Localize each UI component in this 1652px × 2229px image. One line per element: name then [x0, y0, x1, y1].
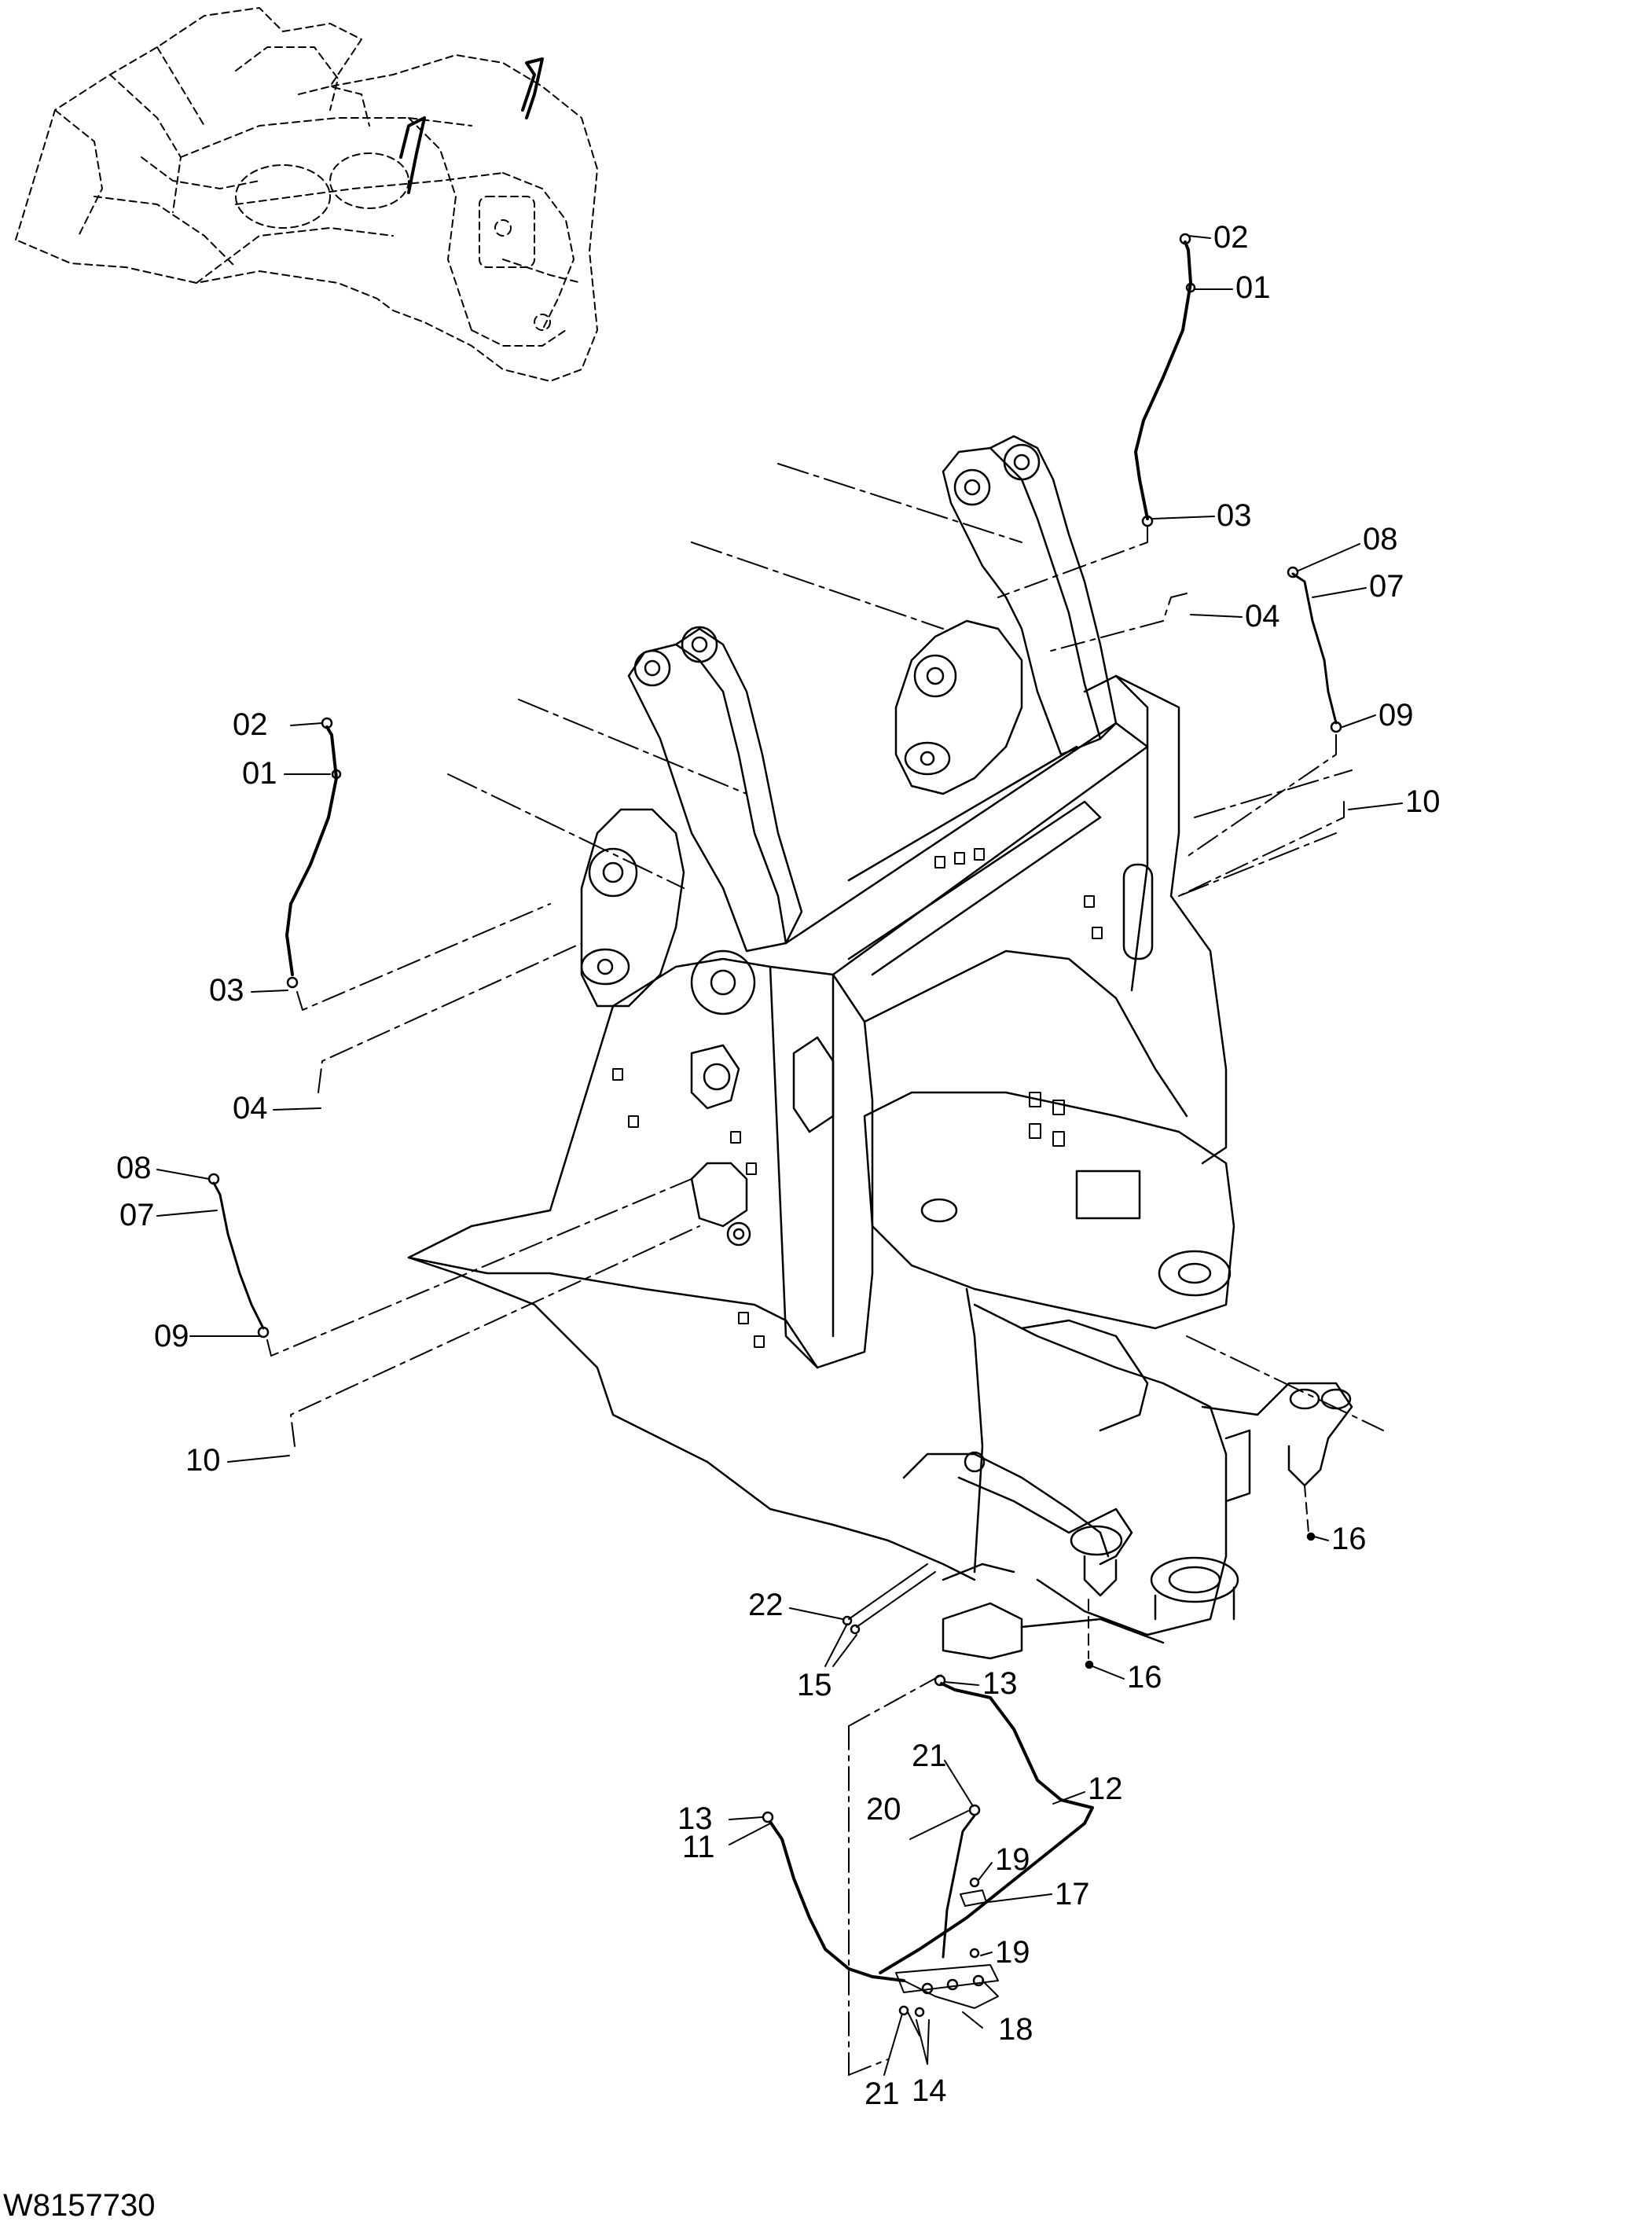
callout-10-right: 10 [1405, 784, 1441, 819]
callout-16-lower: 16 [1127, 1660, 1162, 1695]
callout-leaders [156, 235, 1403, 2076]
callout-08-left: 08 [116, 1151, 152, 1185]
callout-14: 14 [912, 2073, 947, 2108]
callout-11: 11 [682, 1830, 715, 1864]
callout-10-left: 10 [185, 1443, 221, 1478]
callout-20: 20 [866, 1792, 901, 1827]
callout-15: 15 [797, 1668, 832, 1702]
callout-03-upper-right: 03 [1217, 498, 1252, 533]
callout-22: 22 [748, 1588, 784, 1622]
callout-02-upper-right: 02 [1213, 220, 1249, 255]
callout-01-left: 01 [242, 756, 277, 791]
callout-12: 12 [1088, 1772, 1123, 1806]
callout-16-right: 16 [1331, 1522, 1367, 1556]
grease-lines [207, 233, 1345, 2076]
loader-front-overview-icon [15, 7, 598, 382]
callout-19-lower: 19 [995, 1935, 1030, 1970]
callout-21-lower: 21 [865, 2077, 900, 2111]
callout-08-right: 08 [1363, 522, 1398, 556]
callout-04-upper-right: 04 [1245, 599, 1280, 633]
callout-07-right: 07 [1369, 569, 1404, 604]
callout-19-upper: 19 [995, 1842, 1030, 1877]
callout-21-upper: 21 [912, 1739, 947, 1773]
callout-09-left: 09 [154, 1319, 189, 1353]
callout-07-left: 07 [119, 1198, 155, 1232]
callout-04-left: 04 [233, 1091, 268, 1126]
loader-frame-lubrication-icon [407, 435, 1384, 1660]
callout-18: 18 [998, 2012, 1033, 2047]
callout-13-upper: 13 [982, 1666, 1018, 1701]
overview-lube-lines [399, 57, 544, 194]
callout-03-left: 03 [209, 973, 244, 1008]
callout-13-lower: 13 [677, 1801, 713, 1836]
callout-17: 17 [1055, 1877, 1090, 1911]
callout-01-upper-right: 01 [1235, 270, 1271, 305]
callout-09-right: 09 [1379, 698, 1414, 733]
callout-02-left: 02 [233, 707, 268, 742]
drawing-number: W8157730 [3, 2188, 156, 2223]
